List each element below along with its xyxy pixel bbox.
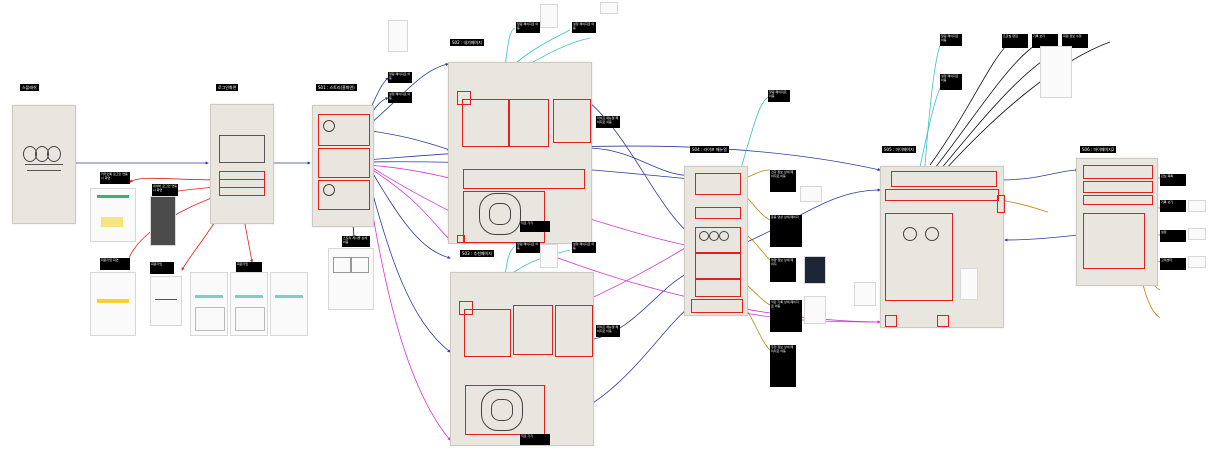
note-s06-support: 고객센터 bbox=[1160, 258, 1186, 270]
note-signup-2: 회원가입 bbox=[236, 262, 262, 274]
note-signup-screen: 회원가입 화면 bbox=[100, 258, 130, 270]
signup-screenshot-2 bbox=[150, 276, 182, 326]
signup-screenshot-5 bbox=[270, 272, 308, 336]
screen-label-s03: S03 : 추천페이지 bbox=[460, 250, 494, 257]
screen-label-login: 로그인화면 bbox=[216, 84, 239, 91]
s05-left-screenshot bbox=[854, 282, 876, 306]
s02-alarm-screenshot bbox=[540, 4, 558, 28]
s01-settings-screenshot bbox=[388, 20, 408, 52]
signup-screenshot-1 bbox=[90, 272, 136, 336]
note-s06-records: 기록 보기 bbox=[1160, 200, 1186, 212]
screen-label-s06: S06 : 마이페이지2 bbox=[1080, 146, 1117, 153]
note-signup: 회원가입 bbox=[150, 262, 174, 274]
note-kakao-login: 카카오톡 로그인 연동 시 화면 bbox=[100, 172, 130, 184]
note-s04-video: 운동 영상 상세 페이지 bbox=[770, 215, 802, 247]
kakao-login-screenshot bbox=[90, 188, 136, 242]
s05-sketch bbox=[880, 166, 1005, 328]
signup-screenshot-3 bbox=[190, 272, 228, 336]
s03-sketch bbox=[450, 272, 594, 446]
note-s05-profile-edit: 프로필 편집 bbox=[1002, 34, 1028, 48]
note-s02-life-manual: 라이프 매뉴얼 페이지로 이동 bbox=[596, 116, 620, 128]
note-s01-settings: 설정 페이지로 이동 bbox=[388, 92, 412, 103]
s04-nutrition-screenshot bbox=[804, 296, 826, 324]
s06-support-screenshot bbox=[1188, 256, 1206, 268]
screen-label-s02: S02 : 내가페이지 bbox=[450, 39, 484, 46]
s01-story-detail-screenshot bbox=[328, 248, 374, 310]
screen-label-s05: S05 : 마이페이지 bbox=[882, 146, 916, 153]
s02-settings-screenshot bbox=[600, 2, 618, 14]
note-s05-records: 기록 보기 bbox=[1032, 34, 1058, 48]
note-s04-health: 건강 정보 상세 페이지로 이동 bbox=[770, 170, 796, 192]
note-s02-settings: 설정 페이지로 이동 bbox=[572, 22, 596, 33]
note-s04-alarm: 알림 페이지로 이동 bbox=[768, 90, 790, 102]
note-s01-story-detail: 스토리 게시물 상세 이동 bbox=[342, 236, 370, 247]
note-s05-settings: 설정 페이지로 이동 bbox=[940, 74, 962, 90]
note-s02-back: 뒤로 가기 bbox=[520, 221, 550, 232]
note-s04-recommend: 추천 정보 상세 페이지로 이동 bbox=[770, 345, 796, 387]
s05-popup-screenshot bbox=[960, 268, 978, 300]
note-s01-alarm: 알림 페이지로 이동 bbox=[388, 72, 412, 83]
s06-sketch bbox=[1076, 158, 1158, 286]
note-s04-diet: 식단 기록 상세 페이지로 이동 bbox=[770, 300, 802, 332]
s04-sketch bbox=[684, 166, 748, 316]
note-s03-settings: 설정 페이지로 이동 bbox=[572, 242, 596, 253]
s03-alarm-screenshot bbox=[540, 244, 558, 268]
note-s06-settings: 설정 bbox=[1160, 230, 1186, 242]
s01-sketch bbox=[312, 105, 374, 227]
note-s03-back: 뒤로 가기 bbox=[520, 434, 550, 445]
note-s05-alarm: 알림 페이지로 이동 bbox=[940, 34, 962, 46]
note-s04-nutrition: 영양 정보 상세 페이지 bbox=[770, 258, 796, 282]
screen-label-s04: S04 : 라이프 매뉴얼 bbox=[690, 146, 729, 153]
screen-label-s01: S01 : 스토리(홈화면) bbox=[316, 84, 357, 91]
note-naver-login: 네이버 로그인 연동 시 화면 bbox=[152, 184, 178, 196]
s06-settings-screenshot bbox=[1188, 228, 1206, 240]
s06-records-screenshot bbox=[1188, 200, 1206, 212]
s02-sketch bbox=[448, 62, 592, 244]
s05-detail-screenshot bbox=[1040, 46, 1072, 98]
note-s03-alarm: 알림 페이지로 이동 bbox=[516, 242, 540, 253]
splash-sketch bbox=[12, 105, 76, 224]
note-s06-favorites: 관심 목록 bbox=[1160, 174, 1186, 186]
s04-health-screenshot bbox=[800, 186, 822, 202]
signup-screenshot-4 bbox=[230, 272, 268, 336]
login-sketch bbox=[210, 104, 274, 224]
note-s05-member-info: 회원 정보 수정 bbox=[1062, 34, 1088, 48]
naver-login-screenshot bbox=[150, 196, 176, 246]
screen-label-splash: 스플래쉬 bbox=[20, 84, 39, 91]
note-s02-alarm: 알림 페이지로 이동 bbox=[516, 22, 540, 33]
s04-video-screenshot bbox=[804, 256, 826, 284]
note-s03-life-manual: 라이프 매뉴얼 페이지로 이동 bbox=[596, 325, 620, 337]
